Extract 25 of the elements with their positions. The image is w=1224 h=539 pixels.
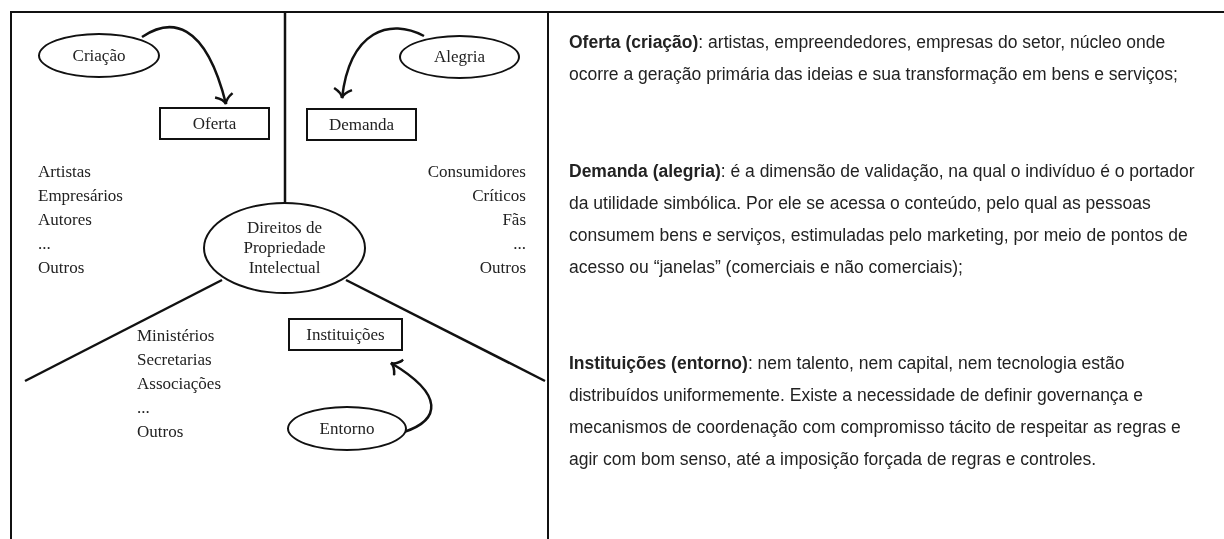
list-item: Fãs [502, 209, 526, 231]
list-item: Secretarias [137, 349, 212, 371]
list-item: Artistas [38, 161, 91, 183]
ellipse-node: Criação [38, 33, 160, 78]
ellipse-node: Entorno [287, 406, 407, 451]
rect-node: Oferta [159, 107, 270, 140]
list-item: ... [513, 233, 526, 255]
list-item: Outros [137, 421, 184, 443]
ellipse-node: Direitos de Propriedade Intelectual [203, 202, 366, 294]
list-item: Associações [137, 373, 222, 395]
list-item: ... [137, 397, 150, 419]
list-item: Empresários [38, 185, 123, 207]
list-item: Consumidores [427, 161, 526, 183]
description-paragraph: Oferta (criação): artistas, empreendedores, empresas do setor, núcleo onde ocorre a geração primária das ideias e sua transformação em bens e serviços; [569, 31, 1179, 86]
list-item: ... [38, 233, 51, 255]
list-item: Autores [38, 209, 92, 231]
list-item: Outros [479, 257, 526, 279]
list-item: Ministérios [137, 325, 215, 347]
rect-node: Demanda [306, 108, 417, 141]
list-item: Outros [38, 257, 85, 279]
rect-node: Instituições [288, 318, 403, 351]
ellipse-node: Alegria [399, 35, 520, 79]
description-paragraph: Instituições (entorno): nem talento, nem capital, nem tecnologia estão distribuídos uniformemente. Existe a necessidade de definir governança e mecanismos de coordenação com compromisso tácito de respeitar as regras e agir com bom senso, até a imposição forçada de regras e controles. [569, 352, 1182, 471]
list-item: Críticos [472, 185, 526, 207]
description-paragraph: Demanda (alegria): é a dimensão de validação, na qual o indivíduo é o portador da utilidade simbólica. Por ele se acessa o conteúdo, pelo qual as pessoas consumem bens e serviços, estimuladas pelo marketing, por meio de pontos de acesso ou “janelas” (comerciais e não comerciais); [569, 160, 1196, 279]
